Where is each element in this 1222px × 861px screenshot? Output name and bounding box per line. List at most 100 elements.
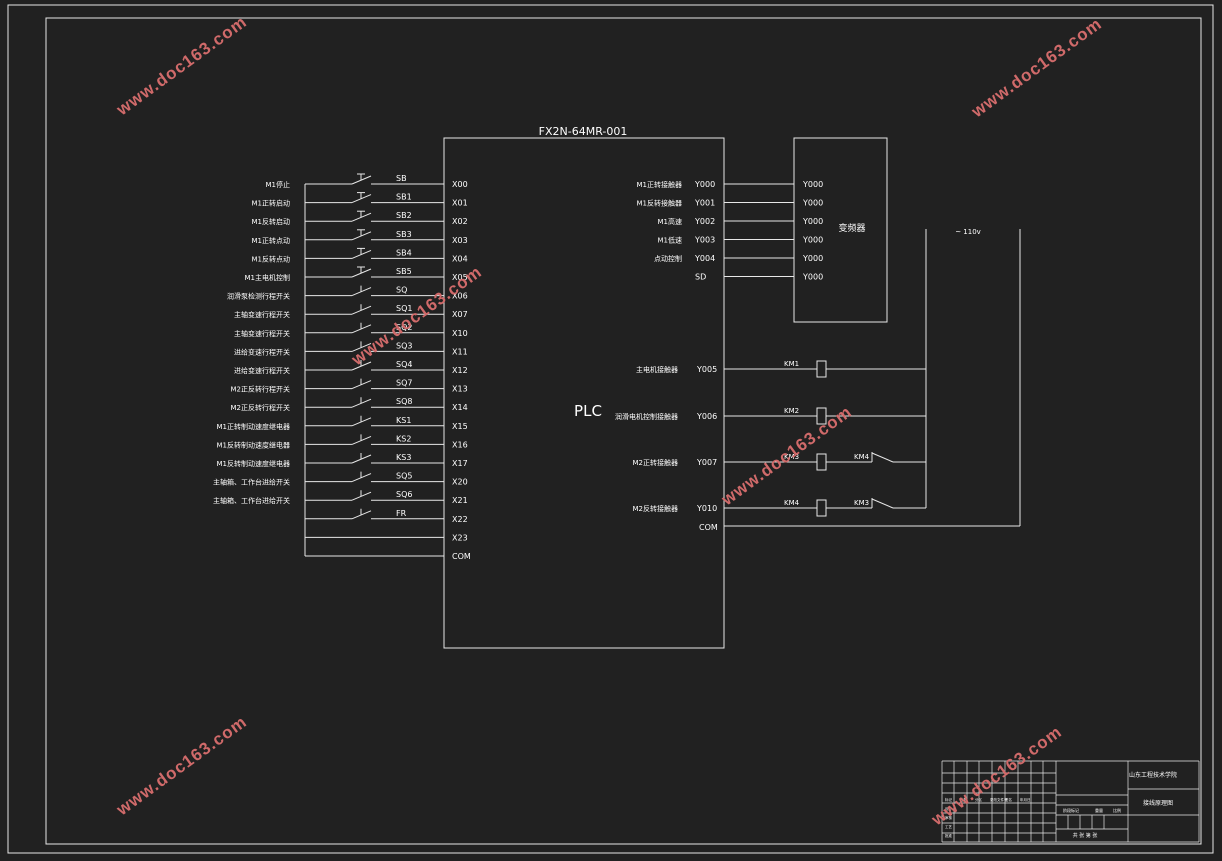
vfd-terminal: Y000	[802, 254, 823, 263]
plc-input-terminal: X16	[452, 440, 468, 449]
relay-output-terminal: Y010	[696, 504, 717, 513]
input-contact-label: SQ4	[396, 360, 412, 369]
plc-input-terminal: X22	[452, 515, 468, 524]
plc-input-terminal: X17	[452, 459, 468, 468]
plc-input-terminal: X14	[452, 403, 468, 412]
plc-model: FX2N-64MR-001	[539, 125, 628, 138]
title-drawing-name: 接线原理图	[1143, 799, 1173, 807]
title-role: 工艺	[945, 824, 953, 829]
plc-input-terminal: X06	[452, 292, 468, 301]
title-role: 设计	[945, 806, 953, 811]
title-role: 批准	[945, 833, 953, 838]
title-mark-header: 标记	[945, 797, 953, 802]
coil-label: KM1	[784, 360, 799, 368]
contactor-coil	[816, 499, 827, 517]
input-contact-label: SQ	[396, 286, 407, 295]
vfd-terminal: Y000	[802, 199, 823, 208]
input-description: 主轴箱、工作台进给开关	[213, 496, 290, 505]
plc-input-terminal: X12	[452, 366, 468, 375]
title-role: 审核	[945, 815, 953, 820]
interlock-label: KM4	[854, 453, 870, 461]
input-contact-label: FR	[396, 509, 407, 518]
input-contact-label: SB	[396, 174, 407, 183]
coil-label: KM4	[784, 499, 800, 507]
plc-input-terminal: X20	[452, 478, 468, 487]
outer-frame	[7, 4, 1214, 854]
plc-output-terminal: Y004	[694, 254, 715, 263]
input-description: 主轴变速行程开关	[234, 329, 290, 338]
supply-label: ~ 110v	[955, 228, 981, 236]
plc-input-terminal: X00	[452, 180, 468, 189]
plc-input-terminal: X23	[452, 533, 468, 542]
input-contact-label: SQ1	[396, 304, 412, 313]
plc-output-terminal: Y002	[694, 217, 715, 226]
relay-output-description: M2反转接触器	[633, 504, 679, 513]
relay-output-description: M2正转接触器	[633, 458, 679, 467]
watermark-text: www.doc163.com	[927, 722, 1065, 830]
input-description: 进给变速行程开关	[234, 347, 290, 356]
plc-output-terminal: Y003	[694, 236, 715, 245]
input-description: M1正转启动	[252, 199, 291, 208]
plc-input-terminal: X01	[452, 199, 468, 208]
plc-input-terminal: COM	[452, 552, 471, 561]
input-description: M1反转制动速度继电器	[217, 440, 291, 449]
title-mark-header: 签名	[1005, 797, 1012, 802]
title-mark-header: 分区	[975, 797, 983, 802]
relay-output-terminal: Y006	[696, 412, 717, 421]
input-contact-label: SB3	[396, 230, 412, 239]
title-mark-header: 年月日	[1020, 797, 1031, 802]
plc-input-terminal: X15	[452, 422, 468, 431]
watermark-text: www.doc163.com	[717, 402, 855, 510]
coil-label: KM3	[784, 453, 799, 461]
input-contact-label: SQ2	[396, 323, 412, 332]
title-mark-header: 更改文件号	[990, 797, 1008, 802]
plc-input-terminal: X21	[452, 496, 468, 505]
input-description: M1反转启动	[252, 217, 291, 226]
input-description: M2正反转行程开关	[231, 385, 291, 394]
input-contact-label: KS2	[396, 434, 411, 443]
input-description: M1主电机控制	[245, 273, 291, 282]
plc-output-com: COM	[699, 523, 718, 532]
input-description: 主轴变速行程开关	[234, 310, 290, 319]
plc-input-terminal: X05	[452, 273, 468, 282]
input-contact-label: SQ3	[396, 341, 412, 350]
interlock-contact-blade	[871, 498, 894, 509]
input-contact-label: SB5	[396, 267, 412, 276]
plc-input-terminal: X11	[452, 347, 468, 356]
output-description: 点动控制	[654, 254, 682, 263]
plc-output-terminal: SD	[695, 273, 706, 282]
title-stage: 阶段标记	[1063, 807, 1079, 813]
watermark-text: www.doc163.com	[112, 12, 250, 120]
input-description: M1反转点动	[252, 254, 291, 263]
input-description: M2正反转行程开关	[231, 403, 291, 412]
plc-input-terminal: X03	[452, 236, 468, 245]
plc-input-terminal: X02	[452, 217, 468, 226]
input-description: M1反转制动速度继电器	[217, 459, 291, 468]
coil-label: KM2	[784, 407, 799, 415]
interlock-label: KM3	[854, 499, 869, 507]
vfd-label: 变频器	[838, 222, 865, 234]
title-school: 山东工程技术学院	[1129, 771, 1177, 779]
relay-output-terminal: Y005	[696, 365, 717, 374]
plc-output-terminal: Y001	[694, 199, 715, 208]
vfd-terminal: Y000	[802, 236, 823, 245]
title-mark-header: 处数	[960, 797, 968, 802]
title-scale: 比例	[1113, 807, 1121, 813]
input-description: M1停止	[266, 180, 291, 189]
plc-input-terminal: X10	[452, 329, 468, 338]
input-description: 进给变速行程开关	[234, 366, 290, 375]
title-sheet-info: 共 张 第 张	[1073, 832, 1098, 839]
title-weight: 重量	[1095, 807, 1103, 813]
output-description: M1正转接触器	[637, 180, 683, 189]
plc-label: PLC	[574, 402, 602, 420]
input-description: M1正转点动	[252, 236, 291, 245]
plc-output-terminal: Y000	[694, 180, 715, 189]
input-contact-label: SB2	[396, 211, 412, 220]
input-contact-label: SQ6	[396, 490, 412, 499]
contactor-coil	[816, 453, 827, 471]
vfd-terminal: Y000	[802, 180, 823, 189]
vfd-box	[793, 137, 888, 323]
